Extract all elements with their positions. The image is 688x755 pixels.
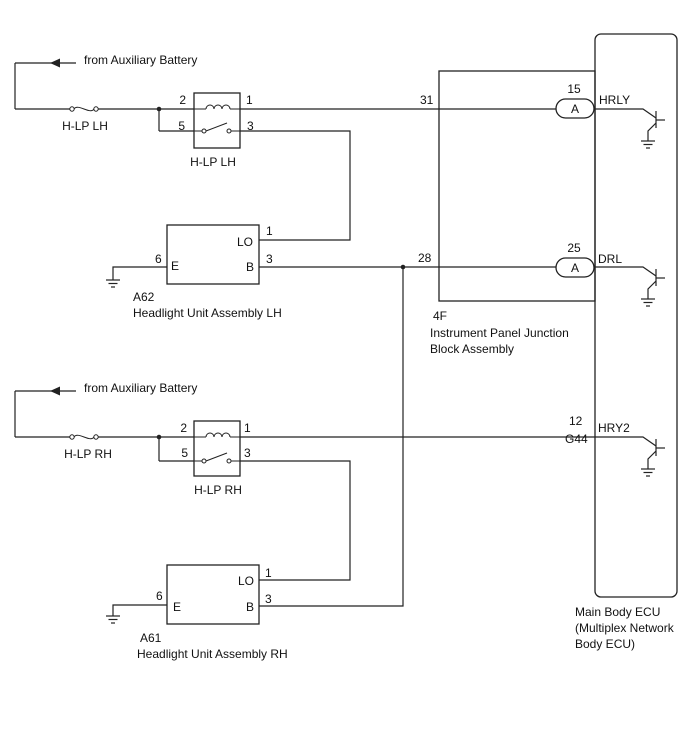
coil-icon xyxy=(205,104,231,110)
fuse-icon xyxy=(69,434,75,440)
fuse-label-lh: H-LP LH xyxy=(62,119,108,133)
junction-block: 4F Instrument Panel Junction Block Assem… xyxy=(430,70,596,356)
hl-lh-pin-3: 3 xyxy=(266,252,273,266)
ecu-name-1: Main Body ECU xyxy=(575,605,660,619)
ecu-connector-g44: G44 xyxy=(565,432,588,446)
source-label-bottom: from Auxiliary Battery xyxy=(84,381,197,395)
transistor-icon xyxy=(595,436,665,477)
svg-text:A: A xyxy=(571,102,579,116)
relay-lh-pin-3: 3 xyxy=(247,119,254,133)
relay-rh-pin-3: 3 xyxy=(244,446,251,460)
fuse-lh: H-LP LH xyxy=(15,106,159,133)
jb-name-2: Block Assembly xyxy=(430,342,514,356)
relay-rh: 2 5 1 3 H-LP RH xyxy=(180,420,251,497)
hl-rh-code: A61 xyxy=(140,631,162,645)
ground-icon xyxy=(106,604,167,624)
hl-lh-term-e: E xyxy=(171,259,179,273)
hl-lh-name: Headlight Unit Assembly LH xyxy=(133,306,282,320)
headlight-unit-lh: LO B E 1 3 6 A62 Headlight Unit Assembly… xyxy=(133,224,282,320)
hl-rh-pin-3: 3 xyxy=(265,592,272,606)
jb-name-1: Instrument Panel Junction xyxy=(430,326,569,340)
ground-icon xyxy=(106,266,167,288)
ecu-name-3: Body ECU) xyxy=(575,637,635,651)
relay-lh-pin-5: 5 xyxy=(178,119,185,133)
fuse-rh: H-LP RH xyxy=(15,434,159,461)
connector-a-drl: A 25 xyxy=(555,241,595,278)
svg-text:A: A xyxy=(571,261,579,275)
hl-rh-pin-6: 6 xyxy=(156,589,163,603)
ecu-signal-drl: DRL xyxy=(598,252,622,266)
jb-code: 4F xyxy=(433,309,447,323)
hl-rh-pin-1: 1 xyxy=(265,566,272,580)
ecu-pin-25: 25 xyxy=(567,241,581,255)
jb-pin-28: 28 xyxy=(418,251,432,265)
battery-source-bottom: from Auxiliary Battery xyxy=(14,381,197,437)
coil-icon xyxy=(205,432,231,438)
relay-rh-pin-5: 5 xyxy=(181,446,188,460)
relay-rh-label: H-LP RH xyxy=(194,483,242,497)
connector-a-hrly: A 15 xyxy=(555,82,595,119)
relay-lh: 2 5 1 3 H-LP LH xyxy=(178,92,254,169)
ecu-signal-hry2: HRY2 xyxy=(598,421,630,435)
hl-rh-term-lo: LO xyxy=(238,574,254,588)
hl-lh-term-lo: LO xyxy=(237,235,253,249)
transistor-icon xyxy=(595,108,665,149)
battery-source-top: from Auxiliary Battery xyxy=(14,53,197,109)
jb-pin-31: 31 xyxy=(420,93,434,107)
fuse-icon xyxy=(69,106,75,112)
relay-rh-pin-1: 1 xyxy=(244,421,251,435)
main-body-ecu: Main Body ECU (Multiplex Network Body EC… xyxy=(565,33,678,651)
transistor-icon xyxy=(595,266,665,307)
relay-lh-label: H-LP LH xyxy=(190,155,236,169)
headlight-unit-rh: LO B E 1 3 6 A61 Headlight Unit Assembly… xyxy=(137,564,288,661)
relay-lh-pin-2: 2 xyxy=(179,93,186,107)
hl-lh-pin-6: 6 xyxy=(155,252,162,266)
ecu-pin-15: 15 xyxy=(567,82,581,96)
arrow-icon xyxy=(50,58,60,68)
hl-lh-term-b: B xyxy=(246,260,254,274)
ecu-signal-hrly: HRLY xyxy=(599,93,630,107)
fuse-label-rh: H-LP RH xyxy=(64,447,112,461)
hl-rh-term-b: B xyxy=(246,600,254,614)
hl-lh-pin-1: 1 xyxy=(266,224,273,238)
ecu-pin-12: 12 xyxy=(569,414,583,428)
source-label-top: from Auxiliary Battery xyxy=(84,53,197,67)
hl-rh-term-e: E xyxy=(173,600,181,614)
relay-lh-pin-1: 1 xyxy=(246,93,253,107)
hl-rh-name: Headlight Unit Assembly RH xyxy=(137,647,288,661)
relay-rh-pin-2: 2 xyxy=(180,421,187,435)
ecu-name-2: (Multiplex Network xyxy=(575,621,675,635)
hl-lh-code: A62 xyxy=(133,290,155,304)
arrow-icon xyxy=(50,386,60,396)
